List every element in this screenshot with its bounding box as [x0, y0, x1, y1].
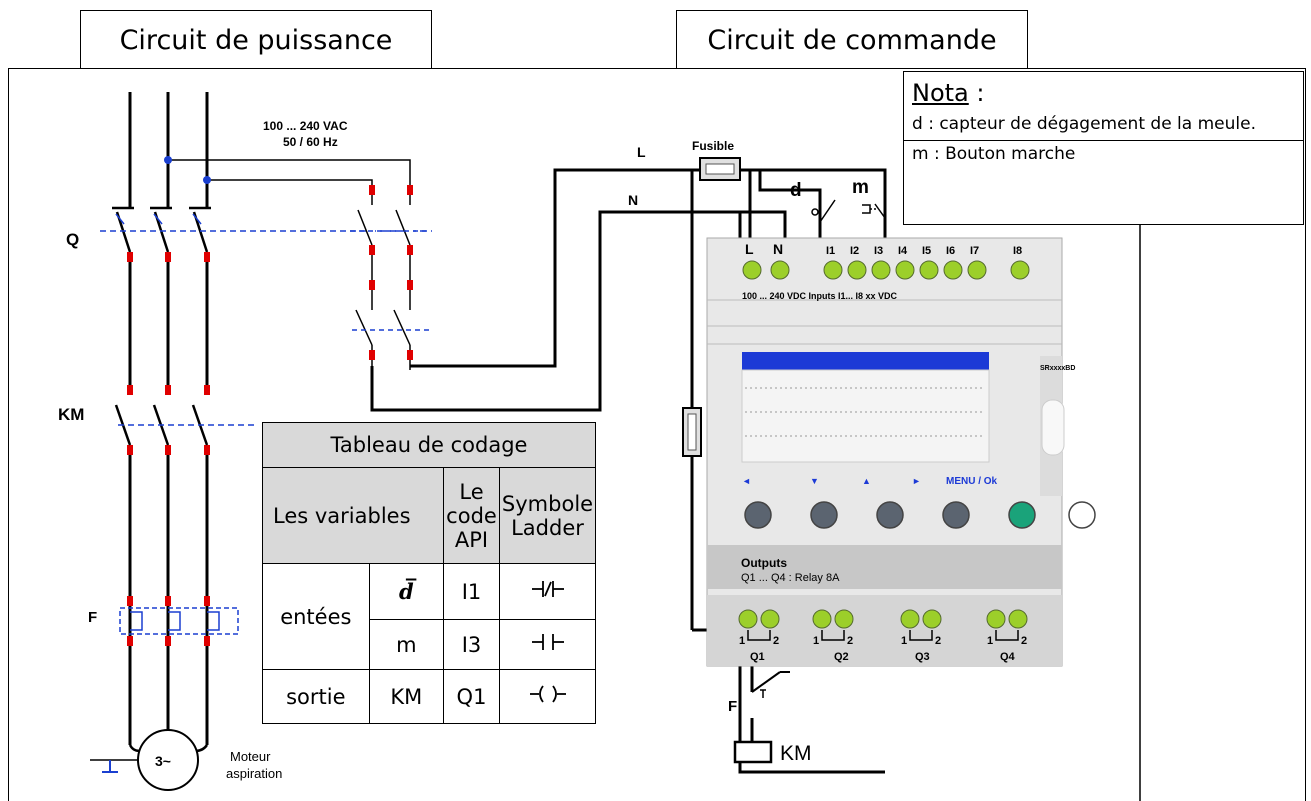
- f-control-label: F: [728, 698, 737, 715]
- km-coil: [733, 740, 773, 764]
- col-header-variables: Les variables: [262, 467, 444, 564]
- n-label: N: [628, 192, 638, 208]
- group-inputs: entées: [262, 563, 370, 670]
- nota-colon: :: [968, 79, 985, 107]
- plc-arrow-right: ►: [912, 476, 921, 486]
- f-contact: [751, 671, 790, 698]
- km-contactor: [114, 385, 255, 455]
- nota-line-d: d : capteur de dégagement de la meule.: [912, 114, 1256, 134]
- tap-node: [164, 156, 172, 164]
- q-switch: [100, 206, 430, 262]
- ladder-no-contact: [499, 619, 596, 670]
- plc-input-terminals: [742, 260, 1030, 280]
- plc-terminal-label: I8: [1013, 245, 1022, 257]
- supply-label: 100 ... 240 VAC: [263, 119, 348, 133]
- ladder-coil-icon: [529, 685, 566, 703]
- ladder-nc-icon: [531, 581, 564, 597]
- var-m: m: [368, 619, 445, 670]
- plc-menu-label: MENU / Ok: [946, 476, 998, 487]
- f-thermal-relay: [119, 596, 239, 646]
- plc-terminal-label: L: [745, 241, 754, 257]
- plc-terminal-label: I3: [874, 245, 883, 257]
- fuse-vertical: [682, 407, 702, 457]
- var-d-bar: d̅: [368, 563, 445, 620]
- plc-relay-symbols: [747, 630, 1019, 641]
- plc-arrow-up: ▲: [862, 476, 871, 486]
- control-circuit-header: Circuit de commande: [676, 10, 1028, 69]
- plc-terminal-label: I2: [850, 245, 859, 257]
- relay-pin-label: 2: [773, 635, 779, 647]
- q-label: Q: [66, 230, 79, 249]
- plc-arrow-down: ▼: [810, 476, 819, 486]
- plc-supply-label: 100 ... 240 VDC Inputs I1... I8 xx VDC: [742, 291, 898, 301]
- power-circuit-title: Circuit de puissance: [119, 24, 393, 56]
- plc-output-label: Q1: [750, 651, 765, 663]
- nota-line-m: m : Bouton marche: [912, 144, 1076, 164]
- tap-node: [203, 176, 211, 184]
- plc-side-label: SRxxxxBD: [1040, 365, 1075, 372]
- ladder-no-icon: [531, 634, 564, 650]
- plc-outputs-sub: Q1 ... Q4 : Relay 8A: [741, 572, 840, 584]
- plc-terminal-label: I4: [898, 245, 908, 257]
- code-q1: Q1: [443, 669, 500, 724]
- km-control-label: KM: [780, 742, 812, 765]
- plc-outputs-title: Outputs: [741, 556, 787, 570]
- nota-title: Nota: [912, 79, 969, 107]
- plc-output-label: Q3: [915, 651, 930, 663]
- ladder-coil: [499, 669, 596, 724]
- motor: [90, 729, 209, 791]
- code-i1: I1: [443, 563, 500, 620]
- motor-symbol: 3~: [155, 753, 171, 769]
- relay-pin-label: 1: [813, 635, 819, 647]
- relay-pin-label: 2: [847, 635, 853, 647]
- nota-separator: [904, 140, 1303, 141]
- motor-label-line2: aspiration: [226, 766, 282, 781]
- plc-terminal-label: I6: [946, 245, 955, 257]
- col-header-symbol: Symbole Ladder: [499, 467, 596, 564]
- plc-buttons: [744, 501, 1096, 529]
- plc-output-terminals: [738, 609, 1028, 629]
- f-power-label: F: [88, 609, 97, 626]
- plc-module: [706, 237, 1065, 667]
- col-header-code: Le code API: [443, 467, 500, 564]
- group-output: sortie: [262, 669, 370, 724]
- relay-pin-label: 1: [739, 635, 745, 647]
- plc-terminal-label: I1: [826, 245, 835, 257]
- km-power-label: KM: [58, 405, 84, 424]
- plc-output-label: Q4: [1000, 651, 1016, 663]
- nota-box: Nota : d : capteur de dégagement de la m…: [903, 71, 1304, 225]
- plc-terminal-label: I5: [922, 245, 931, 257]
- relay-pin-labels: 1 2 1 2 1 2 1 2: [739, 635, 1027, 647]
- m-label: m: [852, 177, 869, 198]
- relay-pin-label: 1: [987, 635, 993, 647]
- relay-pin-label: 2: [935, 635, 941, 647]
- diagram-frame: [8, 68, 1306, 801]
- control-circuit-title: Circuit de commande: [707, 24, 997, 56]
- d-label: d: [790, 180, 802, 201]
- power-circuit-header: Circuit de puissance: [80, 10, 432, 69]
- code-i3: I3: [443, 619, 500, 670]
- var-km: KM: [368, 669, 445, 724]
- freq-label: 50 / 60 Hz: [283, 135, 338, 149]
- fusible-top: [699, 157, 741, 181]
- plc-output-label: Q2: [834, 651, 849, 663]
- d-sensor-contact: [811, 190, 836, 242]
- aux-switch: [350, 185, 432, 370]
- fusible-label: Fusible: [692, 139, 734, 153]
- relay-pin-label: 2: [1021, 635, 1027, 647]
- plc-arrow-left: ◄: [742, 476, 751, 486]
- relay-pin-label: 1: [901, 635, 907, 647]
- l-label: L: [637, 144, 646, 160]
- plc-terminal-label: I7: [970, 245, 979, 257]
- motor-label-line1: Moteur: [230, 749, 271, 764]
- coding-table: Tableau de codage Les variables Le code …: [262, 422, 596, 724]
- coding-table-title: Tableau de codage: [262, 422, 596, 468]
- ladder-nc-contact: [499, 563, 596, 620]
- plc-terminal-label: N: [773, 241, 783, 257]
